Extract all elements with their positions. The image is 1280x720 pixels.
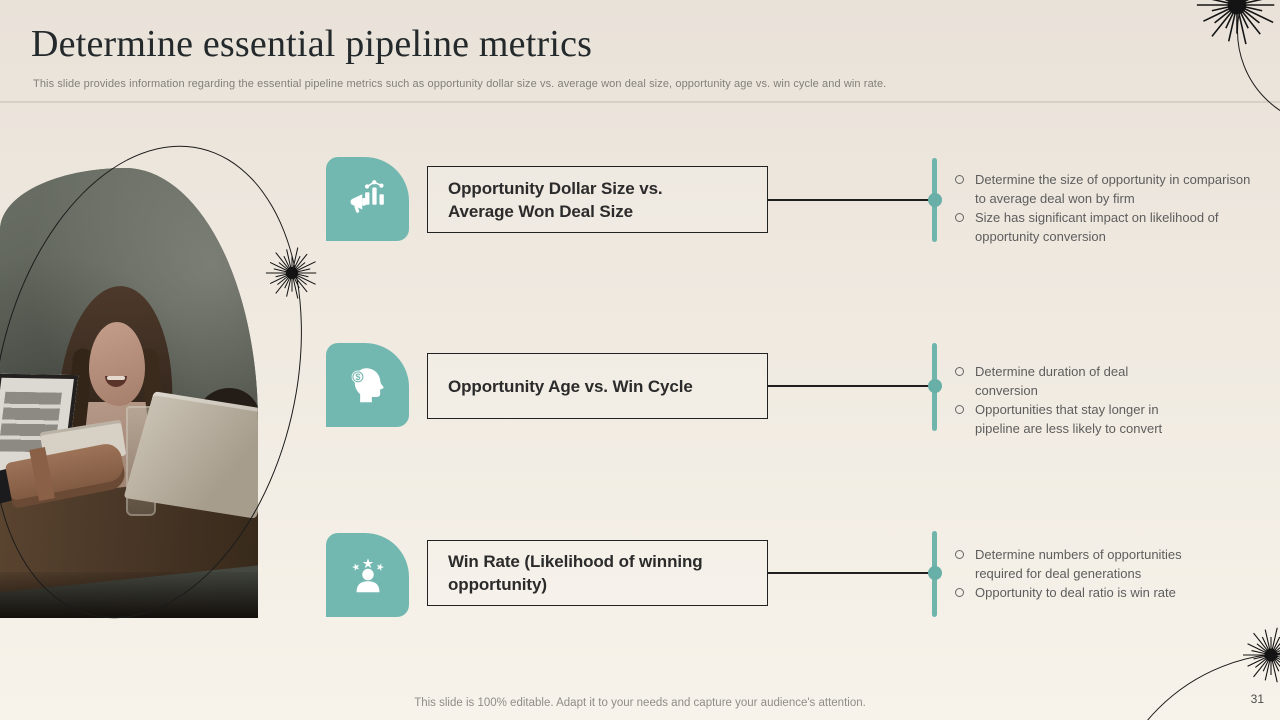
svg-text:★: ★ bbox=[374, 561, 386, 574]
bullet-item: Size has significant impact on likelihoo… bbox=[952, 208, 1252, 246]
connector-dot bbox=[928, 193, 942, 207]
metric-box-age-cycle: Opportunity Age vs. Win Cycle bbox=[427, 353, 768, 419]
photo-woman-face bbox=[89, 322, 145, 406]
icon-tile-win-rate: ★ ★ ★ bbox=[326, 533, 409, 617]
bullet-item: Opportunity to deal ratio is win rate bbox=[952, 583, 1194, 602]
bullet-item: Determine the size of opportunity in com… bbox=[952, 170, 1252, 208]
page-subtitle: This slide provides information regardin… bbox=[33, 78, 887, 90]
connector-line bbox=[768, 385, 934, 387]
bullet-item: Opportunities that stay longer in pipeli… bbox=[952, 400, 1170, 438]
metric-title: Win Rate (Likelihood of winning opportun… bbox=[448, 552, 703, 594]
connector-line bbox=[768, 572, 934, 574]
connector-line bbox=[768, 199, 934, 201]
svg-text:★: ★ bbox=[350, 561, 362, 574]
person-stars-icon: ★ ★ ★ bbox=[350, 557, 386, 593]
bullet-item: Determine numbers of opportunities requi… bbox=[952, 545, 1194, 583]
starburst-icon bbox=[1243, 627, 1280, 683]
photo-smile-teeth bbox=[107, 376, 125, 380]
header-divider bbox=[0, 101, 1280, 103]
head-dollar-icon: $ bbox=[351, 368, 384, 403]
connector-dot bbox=[928, 566, 942, 580]
footer-note: This slide is 100% editable. Adapt it to… bbox=[414, 697, 866, 709]
icon-tile-dollar-size bbox=[326, 157, 409, 241]
svg-text:★: ★ bbox=[361, 557, 373, 572]
megaphone-chart-icon bbox=[350, 180, 384, 213]
bullet-item: Determine duration of deal conversion bbox=[952, 362, 1170, 400]
metric-title: Opportunity Dollar Size vs. Average Won … bbox=[448, 178, 663, 221]
metric-box-win-rate: Win Rate (Likelihood of winning opportun… bbox=[427, 540, 768, 606]
bullet-list: Determine numbers of opportunities requi… bbox=[952, 545, 1194, 602]
bullet-list: Determine the size of opportunity in com… bbox=[952, 170, 1252, 246]
starburst-icon bbox=[1196, 0, 1275, 45]
bullet-list: Determine duration of deal conversion Op… bbox=[952, 362, 1170, 438]
photo-shadow bbox=[0, 572, 258, 618]
team-photo bbox=[0, 168, 258, 618]
page-title: Determine essential pipeline metrics bbox=[31, 23, 593, 65]
connector-dot bbox=[928, 379, 942, 393]
metric-box-dollar-size: Opportunity Dollar Size vs. Average Won … bbox=[427, 166, 768, 233]
photo-smile bbox=[105, 376, 127, 387]
metric-title: Opportunity Age vs. Win Cycle bbox=[448, 376, 693, 396]
svg-text:$: $ bbox=[355, 372, 360, 382]
starburst-icon bbox=[265, 247, 317, 299]
icon-tile-age-cycle: $ bbox=[326, 343, 409, 427]
page-number: 31 bbox=[1250, 692, 1264, 706]
